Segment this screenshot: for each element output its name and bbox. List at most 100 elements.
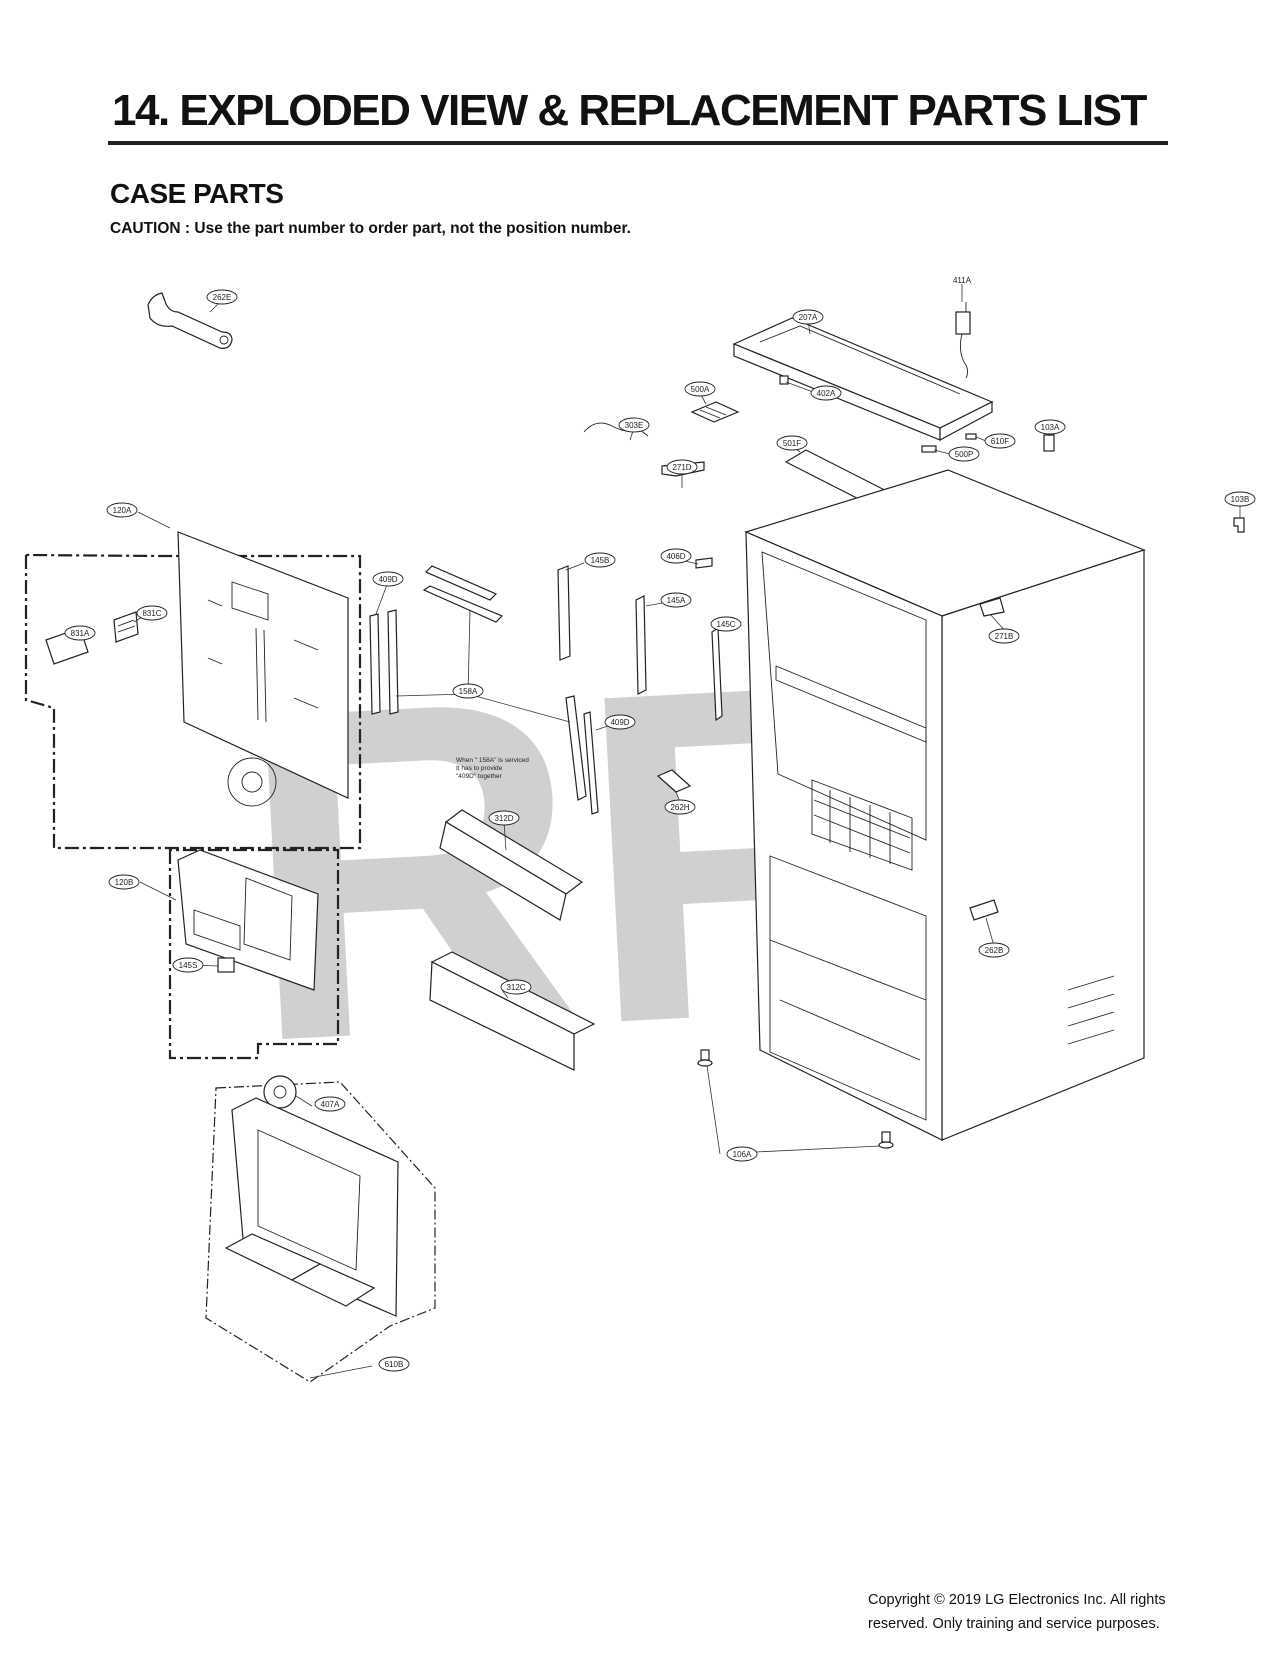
callout-oval: [684, 381, 716, 397]
callout-label: 610B: [385, 1360, 404, 1369]
callout-oval: [988, 628, 1020, 644]
section-title: CASE PARTS: [110, 178, 284, 209]
callout-oval: [810, 385, 842, 401]
basket-312d: [439, 809, 584, 921]
callout-411a: 411A: [953, 276, 972, 285]
callout-409d: 409D: [372, 571, 404, 587]
page-title: 14. EXPLODED VIEW & REPLACEMENT PARTS LI…: [112, 86, 1147, 135]
callout-oval: [710, 616, 742, 632]
callout-oval: [1224, 491, 1256, 507]
top-cover-part: [732, 317, 994, 442]
bracket-406d: [695, 557, 713, 569]
callout-145b: 145B: [584, 552, 616, 568]
callout-oval: [64, 625, 96, 641]
callout-label: 409D: [378, 575, 397, 584]
callout-120a: 120A: [106, 502, 138, 518]
callout-label: 207A: [799, 313, 818, 322]
callout-label: 312C: [506, 983, 525, 992]
power-cord-part: [955, 302, 971, 379]
small-part-610f: [965, 433, 977, 440]
callout-label: 106A: [733, 1150, 752, 1159]
rail-145a: [635, 595, 647, 695]
callout-106a: 106A: [726, 1146, 758, 1162]
callout-label: 145A: [667, 596, 686, 605]
callout-label: 500P: [955, 450, 974, 459]
callout-label: 145C: [716, 620, 735, 629]
callout-oval: [618, 417, 650, 433]
service-note-line-2: It has to provide: [456, 765, 503, 772]
callout-label: 262B: [985, 946, 1004, 955]
bracket-262h: [656, 769, 692, 793]
leveling-foot-left: [697, 1049, 713, 1067]
callout-oval: [666, 459, 698, 475]
callout-120b: 120B: [108, 874, 140, 890]
callout-label: 103B: [1231, 495, 1250, 504]
callout-oval: [1034, 419, 1066, 435]
callout-label: 120A: [113, 506, 132, 515]
callout-831c: 831C: [136, 605, 168, 621]
callout-oval: [500, 979, 532, 995]
callout-oval: [660, 548, 692, 564]
rail-145b: [557, 565, 571, 661]
callout-oval: [172, 957, 204, 973]
callout-103b: 103B: [1224, 491, 1256, 507]
service-note-line-1: When " 158A" is serviced: [456, 757, 529, 764]
callout-label: 411A: [953, 276, 972, 285]
callout-oval: [978, 942, 1010, 958]
pcb-part: [690, 401, 740, 423]
callout-label: 158A: [459, 687, 478, 696]
callout-207a: 207A: [792, 309, 824, 325]
callout-label: 409D: [610, 718, 629, 727]
callout-402a: 402A: [810, 385, 842, 401]
callout-label: 262E: [213, 293, 232, 302]
copyright-line-2: reserved. Only training and service purp…: [868, 1616, 1160, 1632]
callout-oval: [378, 1356, 410, 1372]
callout-label: 402A: [817, 389, 836, 398]
callout-label: 262H: [670, 803, 689, 812]
callout-610f: 610F: [984, 433, 1016, 449]
callout-oval: [984, 433, 1016, 449]
callout-610b: 610B: [378, 1356, 410, 1372]
callout-oval: [488, 810, 520, 826]
grille-831c: [113, 611, 139, 643]
refrigerator-cabinet: [744, 469, 1146, 1141]
strip-158a-top-b: [422, 585, 504, 623]
callout-label: 145S: [179, 961, 198, 970]
callout-406d: 406D: [660, 548, 692, 564]
hinge-cap-103a: [1043, 434, 1055, 452]
callout-label: 406D: [666, 552, 685, 561]
callout-label: 145B: [591, 556, 610, 565]
callout-145a: 145A: [660, 592, 692, 608]
callout-label: 303E: [625, 421, 644, 430]
callout-label: 120B: [115, 878, 134, 887]
copyright-notice: Copyright © 2019 LG Electronics Inc. All…: [868, 1588, 1248, 1636]
group-box-610b: [205, 1081, 436, 1383]
strip-409d-left-a: [369, 613, 381, 715]
callout-oval: [372, 571, 404, 587]
callout-oval: [726, 1146, 758, 1162]
callout-407a: 407A: [314, 1096, 346, 1112]
group-box-120b: [168, 848, 340, 1060]
callout-label: 312D: [494, 814, 513, 823]
callout-500a: 500A: [684, 381, 716, 397]
callout-label: 103A: [1041, 423, 1060, 432]
callout-oval: [948, 446, 980, 462]
service-note-line-3: "409D" together: [456, 773, 503, 780]
strip-409d-right: [583, 711, 599, 815]
callout-500p: 500P: [948, 446, 980, 462]
callout-312c: 312C: [500, 979, 532, 995]
service-note: When " 158A" is serviced It has to provi…: [456, 757, 529, 780]
callout-271d: 271D: [666, 459, 698, 475]
small-bracket-402a: [779, 375, 789, 385]
callout-262h: 262H: [664, 799, 696, 815]
strip-158a-top-a: [424, 565, 498, 601]
callout-409d: 409D: [604, 714, 636, 730]
callout-312d: 312D: [488, 810, 520, 826]
dispenser-120b: [177, 849, 319, 991]
callout-oval: [776, 435, 808, 451]
callout-label: 500A: [691, 385, 710, 394]
exploded-view-diagram: RPI: [24, 276, 1256, 1383]
title-rule: [108, 141, 1168, 145]
callout-label: 271B: [995, 632, 1014, 641]
